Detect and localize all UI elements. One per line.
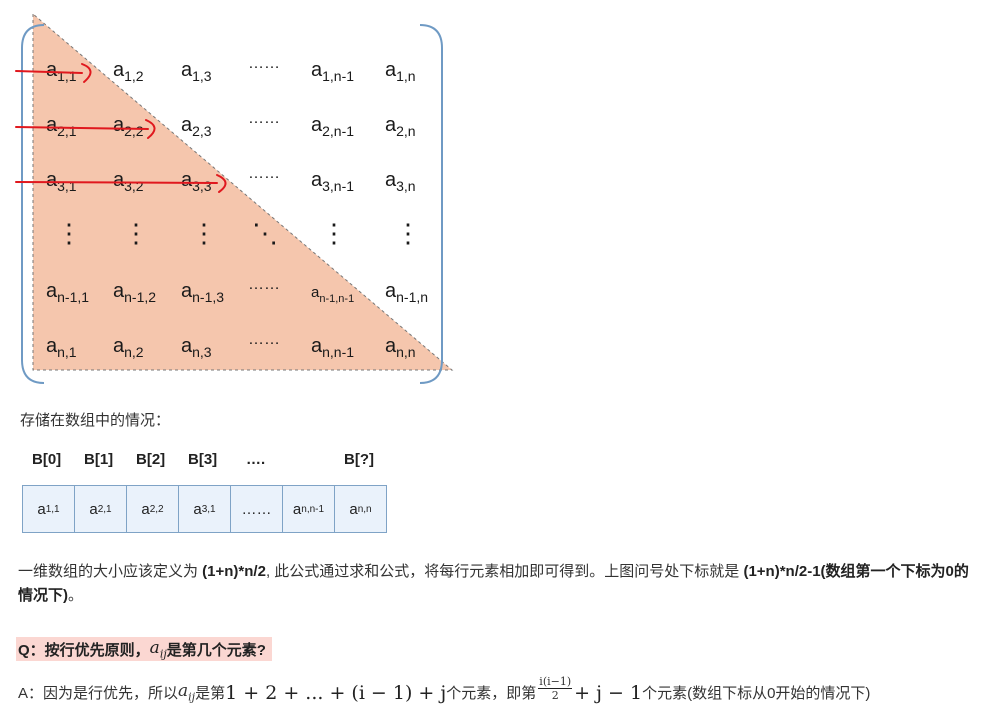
answer-line: A：因为是行优先，所以 aij 是第 1 + 2 + ... + (i − 1)…	[18, 675, 871, 704]
storage-caption: 存储在数组中的情况：	[20, 412, 171, 429]
matrix-element: ⋱	[252, 218, 278, 248]
matrix-element: ⋮	[191, 218, 217, 248]
matrix-element: an-1,n	[385, 280, 428, 305]
matrix-element: ⋮	[321, 218, 347, 248]
row-1-arrow	[15, 70, 83, 74]
row-2-arrow	[15, 126, 149, 130]
row-3-arrowhead	[216, 174, 227, 193]
array-index: B[?]	[344, 451, 374, 468]
sum-formula: 1 + 2 + ... + (i − 1) + j	[225, 681, 447, 704]
array-index: B[0]	[32, 451, 62, 468]
matrix-element: ⋮	[123, 218, 149, 248]
tail-formula: + j − 1	[574, 681, 643, 704]
matrix-element: ……	[248, 110, 280, 127]
right-bracket	[419, 24, 443, 384]
left-bracket	[21, 24, 45, 384]
matrix-element: ……	[248, 331, 280, 348]
aij-symbol: aij	[149, 637, 167, 661]
matrix-element: ⋮	[56, 218, 82, 248]
matrix-element: a3,n	[385, 169, 416, 194]
matrix-element: ⋮	[395, 218, 421, 248]
matrix-element: a1,n-1	[311, 59, 354, 84]
matrix-element: a3,n-1	[311, 169, 354, 194]
fraction: i(i−1) 2	[538, 675, 573, 702]
array-index: B[2]	[136, 451, 166, 468]
traversal-arrows	[15, 63, 227, 193]
lower-triangle-fill	[32, 12, 454, 371]
row-2-arrowhead	[145, 119, 156, 139]
matrix-element: a1,2	[113, 59, 144, 84]
matrix-element: a2,3	[181, 114, 212, 139]
question-heading: Q：按行优先原则， aij 是第几个元素?	[16, 637, 272, 661]
row-3-arrow	[15, 181, 218, 184]
array-cell: ……	[231, 486, 283, 532]
array-index: B[3]	[188, 451, 218, 468]
size-explanation-paragraph: 一维数组的大小应该定义为 (1+n)*n/2, 此公式通过求和公式，将每行元素相…	[18, 563, 969, 604]
matrix-element: ……	[248, 55, 280, 72]
aij-symbol: aij	[178, 681, 196, 704]
matrix-element: a1,n	[385, 59, 416, 84]
array-index: ….	[246, 451, 266, 468]
matrix-element: a1,3	[181, 59, 212, 84]
matrix-element: ……	[248, 276, 280, 293]
matrix-element: a2,n-1	[311, 114, 354, 139]
array-index: B[1]	[84, 451, 114, 468]
matrix-element: ……	[248, 165, 280, 182]
row-1-arrowhead	[81, 63, 92, 83]
matrix-element: a2,n	[385, 114, 416, 139]
